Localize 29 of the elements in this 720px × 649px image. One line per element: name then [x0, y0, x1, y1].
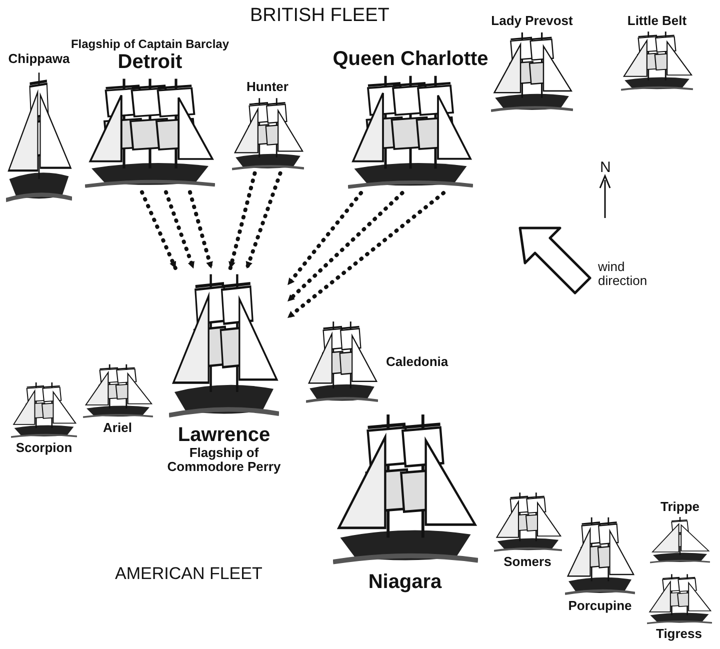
ship-name: Tigress	[656, 627, 702, 642]
ship-name: Lady Prevost	[491, 14, 573, 28]
compass-label: N	[600, 160, 611, 176]
fire-line-arrow	[286, 191, 363, 287]
ship-name: Caledonia	[386, 354, 448, 370]
fire-line-arrow	[286, 191, 404, 304]
ship-name: Porcupine	[568, 599, 632, 614]
ship-name: Somers	[504, 555, 552, 570]
ship-name: Trippe	[660, 500, 700, 514]
ship-name: Hunter	[246, 80, 288, 94]
ship-name: Scorpion	[16, 441, 72, 456]
ship-name: Niagara	[368, 571, 442, 593]
ship-name: Queen Charlotte	[332, 48, 488, 70]
fire-line-arrow	[228, 171, 257, 270]
map-label: wind direction	[598, 260, 648, 289]
fire-line-arrow	[188, 190, 214, 270]
map-label: BRITISH FLEET	[250, 6, 390, 27]
ship-name: Lawrence	[176, 424, 272, 446]
fire-line-arrow	[164, 190, 196, 270]
ship-name: Ariel	[103, 421, 132, 436]
ship-caption: Flagship of Commodore Perry	[166, 446, 282, 475]
map-label: AMERICAN FLEET	[115, 565, 262, 584]
ship-name: Little Belt	[627, 14, 687, 28]
ship-name: Chippawa	[8, 52, 70, 66]
fire-line-arrow	[140, 190, 178, 270]
fire-line-arrow	[245, 171, 282, 270]
ship-name: Detroit	[116, 51, 184, 74]
fire-line-arrow	[286, 191, 446, 320]
ship-caption: Flagship of Captain Barclay	[70, 38, 230, 52]
